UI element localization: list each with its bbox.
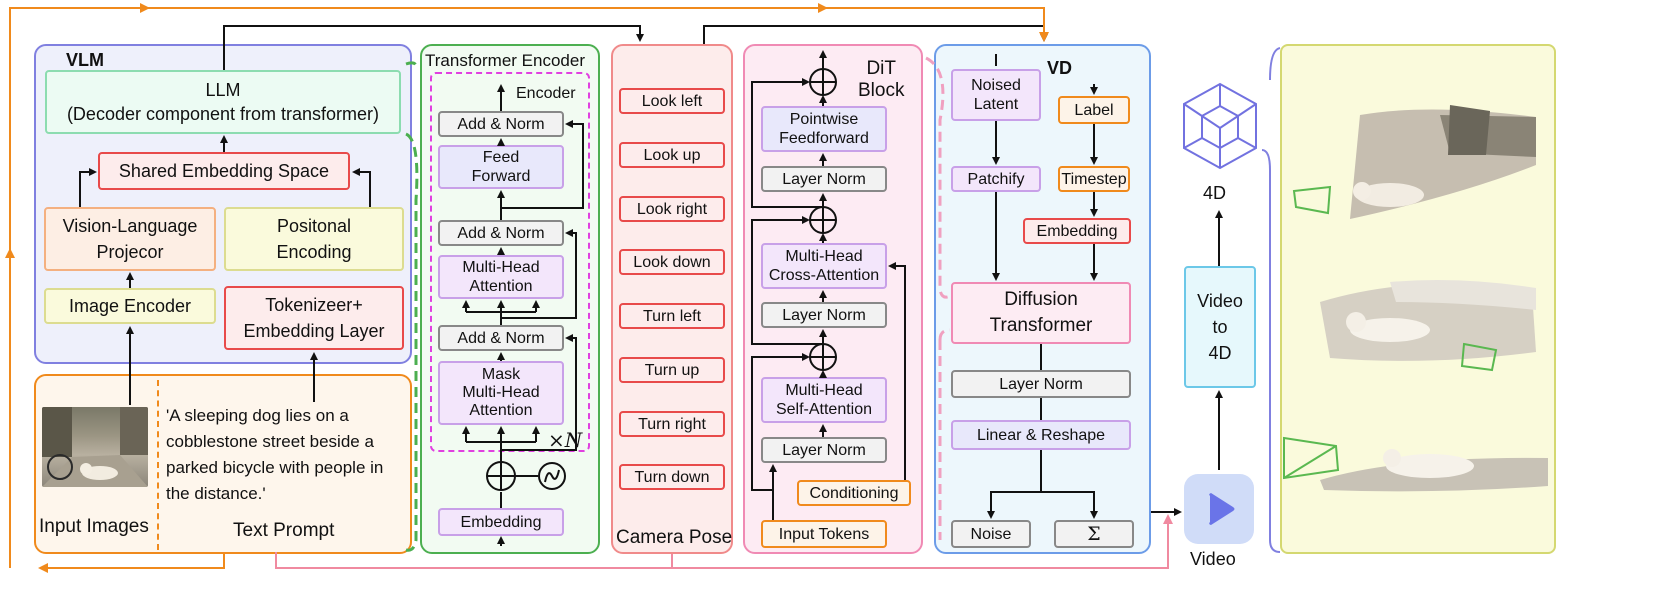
dit-layer-norm-1: Layer Norm bbox=[761, 166, 887, 192]
encoder-label: Encoder bbox=[516, 85, 576, 102]
camera-pose-look-down: Look down bbox=[619, 249, 725, 275]
timestep-box: Timestep bbox=[1058, 166, 1130, 192]
diffusion-transformer-box: Diffusion Transformer bbox=[951, 282, 1131, 344]
label-4d: 4D bbox=[1203, 183, 1227, 203]
llm-box: LLM (Decoder component from transformer) bbox=[45, 70, 401, 134]
camera-pose-turn-up: Turn up bbox=[619, 357, 725, 383]
vd-title: VD bbox=[1047, 58, 1073, 78]
text-prompt-label: Text Prompt bbox=[233, 520, 335, 541]
embedding-box: Embedding bbox=[438, 508, 564, 536]
self-attention-box: Multi-Head Self-Attention bbox=[761, 377, 887, 423]
cross-attention-box: Multi-Head Cross-Attention bbox=[761, 243, 887, 289]
add-norm-top-box: Add & Norm bbox=[438, 111, 564, 137]
noised-latent-box: Noised Latent bbox=[951, 69, 1041, 121]
input-images-label: Input Images bbox=[39, 516, 149, 537]
camera-pose-turn-down: Turn down bbox=[619, 464, 725, 490]
tokenizer-box: Tokenizeer+ Embedding Layer bbox=[224, 286, 404, 350]
camera-pose-title: Camera Pose bbox=[616, 527, 733, 548]
dog-street-photo-icon bbox=[42, 407, 148, 487]
vision-language-projector-box: Vision-Language Projecor bbox=[44, 207, 216, 271]
vd-layer-norm-box: Layer Norm bbox=[951, 370, 1131, 398]
camera-pose-turn-right: Turn right bbox=[619, 411, 725, 437]
vd-embedding-box: Embedding bbox=[1023, 218, 1131, 244]
transformer-encoder-title: Transformer Encoder bbox=[425, 51, 585, 70]
reconstruction-view-2 bbox=[1300, 262, 1550, 372]
input-tokens-box: Input Tokens bbox=[761, 520, 887, 548]
mask-multi-head-attention-box: Mask Multi-Head Attention bbox=[438, 361, 564, 425]
positional-encoding-box: Positonal Encoding bbox=[224, 207, 404, 271]
4d-cube-icon bbox=[1182, 82, 1258, 172]
prompt-text: 'A sleeping dog lies on a cobblestone st… bbox=[166, 406, 384, 503]
multi-head-attention-box: Multi-Head Attention bbox=[438, 255, 564, 299]
add-norm-bottom-box: Add & Norm bbox=[438, 325, 564, 351]
vlm-title: VLM bbox=[66, 50, 104, 70]
patchify-box: Patchify bbox=[951, 166, 1041, 192]
video-label: Video bbox=[1190, 549, 1236, 569]
dit-title: DiT Block bbox=[858, 58, 905, 101]
video-to-4d-box: Video to 4D bbox=[1184, 266, 1256, 388]
feed-forward-box: Feed Forward bbox=[438, 145, 564, 189]
shared-embedding-box: Shared Embedding Space bbox=[98, 152, 350, 190]
input-divider bbox=[157, 380, 159, 550]
camera-pose-look-up: Look up bbox=[619, 142, 725, 168]
noise-box: Noise bbox=[951, 520, 1031, 548]
dit-layer-norm-2: Layer Norm bbox=[761, 302, 887, 328]
image-encoder-box: Image Encoder bbox=[44, 288, 216, 324]
conditioning-box: Conditioning bbox=[797, 480, 911, 506]
camera-pose-look-right: Look right bbox=[619, 196, 725, 222]
input-image bbox=[42, 407, 148, 487]
camera-pose-turn-left: Turn left bbox=[619, 303, 725, 329]
label-box: Label bbox=[1058, 96, 1130, 124]
sigma-box: Σ bbox=[1054, 520, 1134, 548]
add-norm-mid-box: Add & Norm bbox=[438, 220, 564, 246]
video-play-icon bbox=[1184, 474, 1254, 544]
dit-layer-norm-3: Layer Norm bbox=[761, 437, 887, 463]
camera-pose-look-left: Look left bbox=[619, 88, 725, 114]
reconstruction-view-1 bbox=[1290, 95, 1540, 225]
reconstruction-view-3 bbox=[1280, 428, 1552, 508]
pointwise-feedforward-box: Pointwise Feedforward bbox=[761, 106, 887, 152]
linear-reshape-box: Linear & Reshape bbox=[951, 420, 1131, 450]
